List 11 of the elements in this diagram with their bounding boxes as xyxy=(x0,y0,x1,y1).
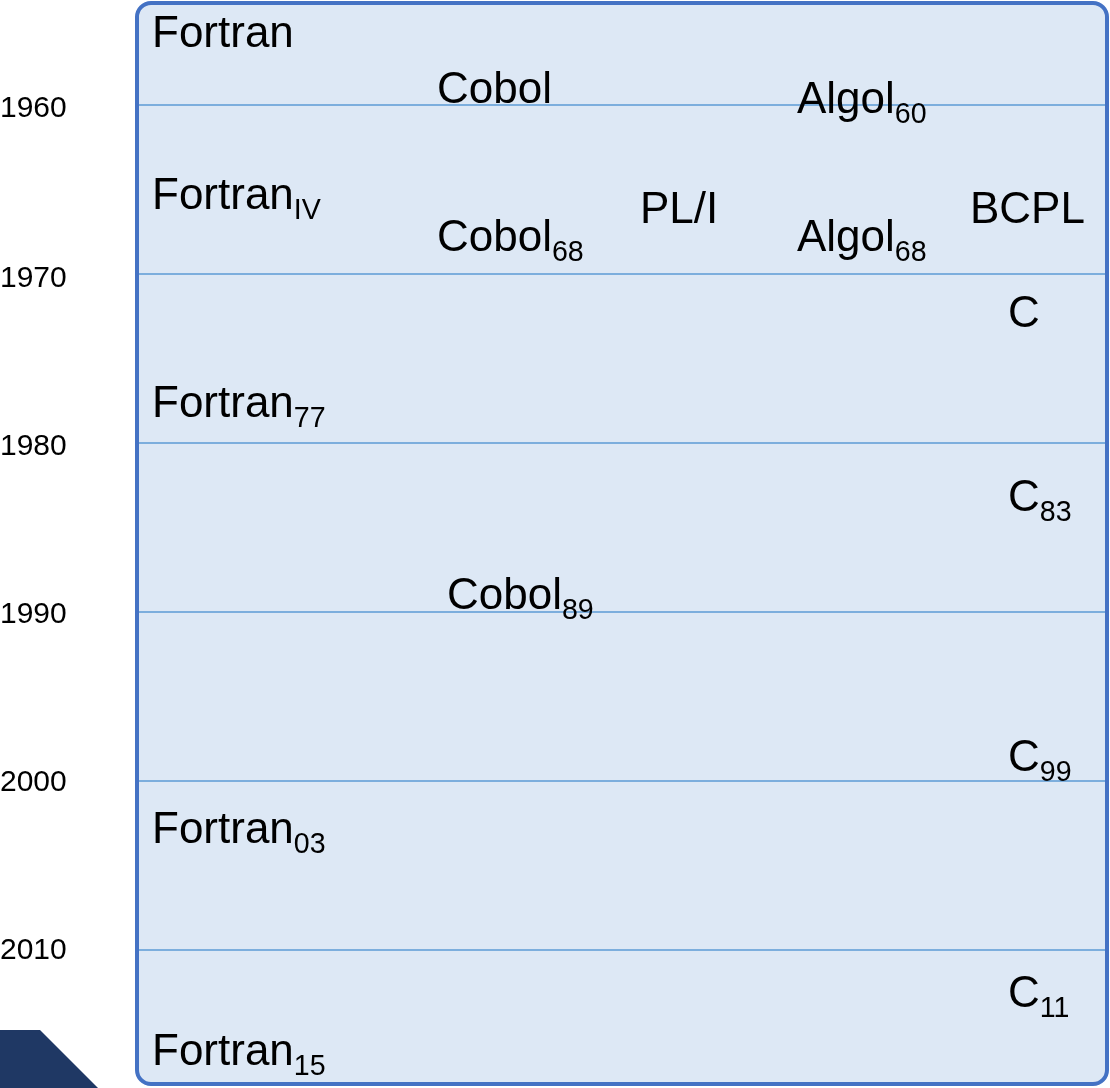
year-label: 1980 xyxy=(0,430,67,460)
language-label: PL/I xyxy=(640,186,719,230)
language-label: BCPL xyxy=(970,186,1085,230)
year-label: 1990 xyxy=(0,598,67,628)
year-label: 2010 xyxy=(0,934,67,964)
language-label: Cobol xyxy=(437,66,552,110)
year-label: 2000 xyxy=(0,766,67,796)
language-label: C xyxy=(1008,290,1040,334)
year-label: 1960 xyxy=(0,92,67,122)
language-label: Fortran xyxy=(152,10,294,54)
year-label: 1970 xyxy=(0,262,67,292)
